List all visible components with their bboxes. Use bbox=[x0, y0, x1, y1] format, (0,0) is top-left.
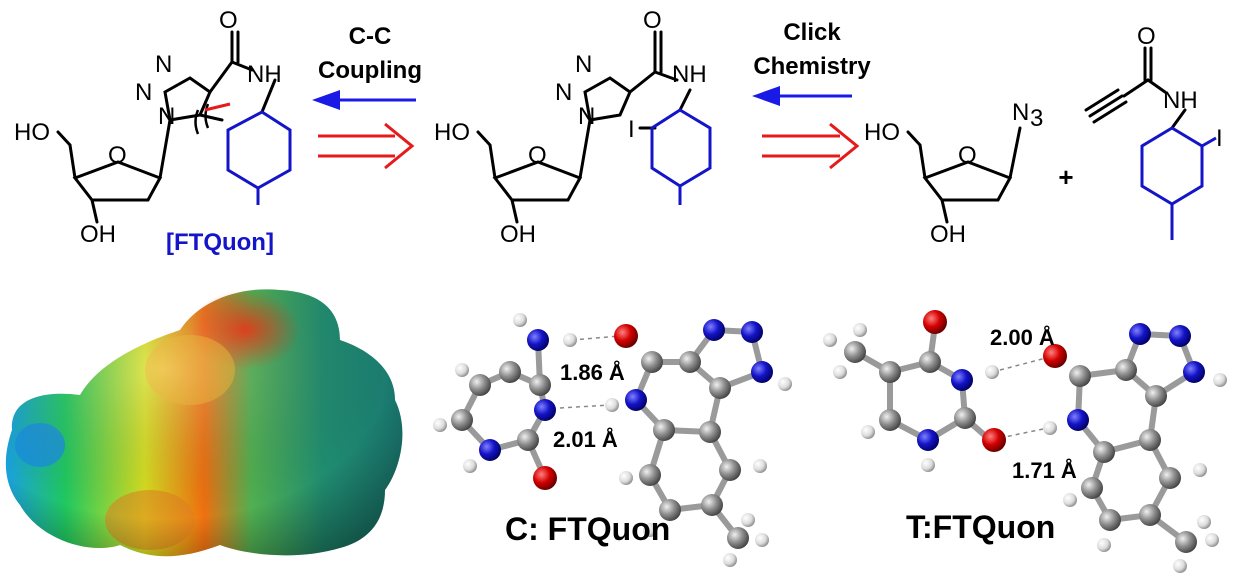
intermediate-ring-o-label: O bbox=[528, 142, 547, 169]
ftquon-n2-label: N bbox=[135, 79, 152, 106]
ftquon-blue-ring bbox=[226, 110, 292, 205]
ftquon-oh-label: OH bbox=[80, 221, 116, 248]
c-bond-length-2: 2.01 Å bbox=[553, 426, 618, 452]
alkyne-amide-blue-ring bbox=[1140, 126, 1217, 240]
alkyne-i-label: I bbox=[1216, 125, 1223, 152]
coupling-arrows: C-C Coupling bbox=[312, 23, 422, 170]
intermediate-i-label: I bbox=[628, 116, 635, 143]
ftquon-ho-label: HO bbox=[14, 119, 50, 146]
alkyne-amide-structure bbox=[1084, 46, 1187, 130]
click-arrows: Click Chemistry bbox=[752, 19, 871, 170]
c-ftquon-model bbox=[433, 313, 792, 567]
intermediate-ho-label: HO bbox=[434, 119, 470, 146]
step2-label-line2: Chemistry bbox=[753, 53, 871, 80]
esp-surface bbox=[5, 289, 403, 557]
ftquon-ring-o-label: O bbox=[108, 142, 127, 169]
alkyne-nh-label: NH bbox=[1163, 87, 1198, 114]
step2-label-line1: Click bbox=[783, 19, 841, 46]
ftquon-o-label: O bbox=[219, 7, 238, 34]
c-pair-label: C: FTQuon bbox=[505, 511, 670, 547]
step1-label-line2: Coupling bbox=[318, 57, 422, 84]
azide-n-label: N bbox=[1012, 99, 1029, 126]
azido-ring-o-label: O bbox=[958, 142, 977, 169]
intermediate-n1-label: N bbox=[575, 51, 592, 78]
azido-sugar-structure bbox=[906, 126, 1022, 224]
step1-label-line1: C-C bbox=[349, 23, 392, 50]
intermediate-n3-label: N bbox=[578, 103, 595, 130]
intermediate-nh-label: NH bbox=[672, 61, 707, 88]
plus-sign: + bbox=[1058, 162, 1073, 192]
ftquon-n3-label: N bbox=[158, 103, 175, 130]
iodo-intermediate-structure bbox=[476, 30, 692, 224]
ftquon-cc-bond bbox=[204, 102, 231, 112]
ftquon-nh-label: NH bbox=[247, 61, 282, 88]
azide-subscript: 3 bbox=[1030, 105, 1043, 132]
azido-oh-label: OH bbox=[930, 221, 966, 248]
t-pair-label: T:FTQuon bbox=[906, 509, 1055, 545]
ftquon-contact-marks bbox=[194, 103, 210, 135]
intermediate-oh-label: OH bbox=[500, 221, 536, 248]
ftquon-n1-label: N bbox=[155, 51, 172, 78]
t-ftquon-model bbox=[823, 310, 1227, 573]
azido-ho-label: HO bbox=[864, 119, 900, 146]
intermediate-o-label: O bbox=[643, 7, 662, 34]
t-bond-length-1: 2.00 Å bbox=[990, 324, 1055, 350]
t-bond-length-2: 1.71 Å bbox=[1012, 457, 1077, 483]
c-bond-length-1: 1.86 Å bbox=[560, 359, 625, 385]
intermediate-n2-label: N bbox=[555, 79, 572, 106]
ftquon-structure bbox=[56, 30, 277, 224]
iodo-intermediate-blue-ring bbox=[650, 108, 712, 205]
alkyne-o-label: O bbox=[1137, 23, 1156, 50]
ftquon-name-label: [FTQuon] bbox=[166, 229, 274, 256]
